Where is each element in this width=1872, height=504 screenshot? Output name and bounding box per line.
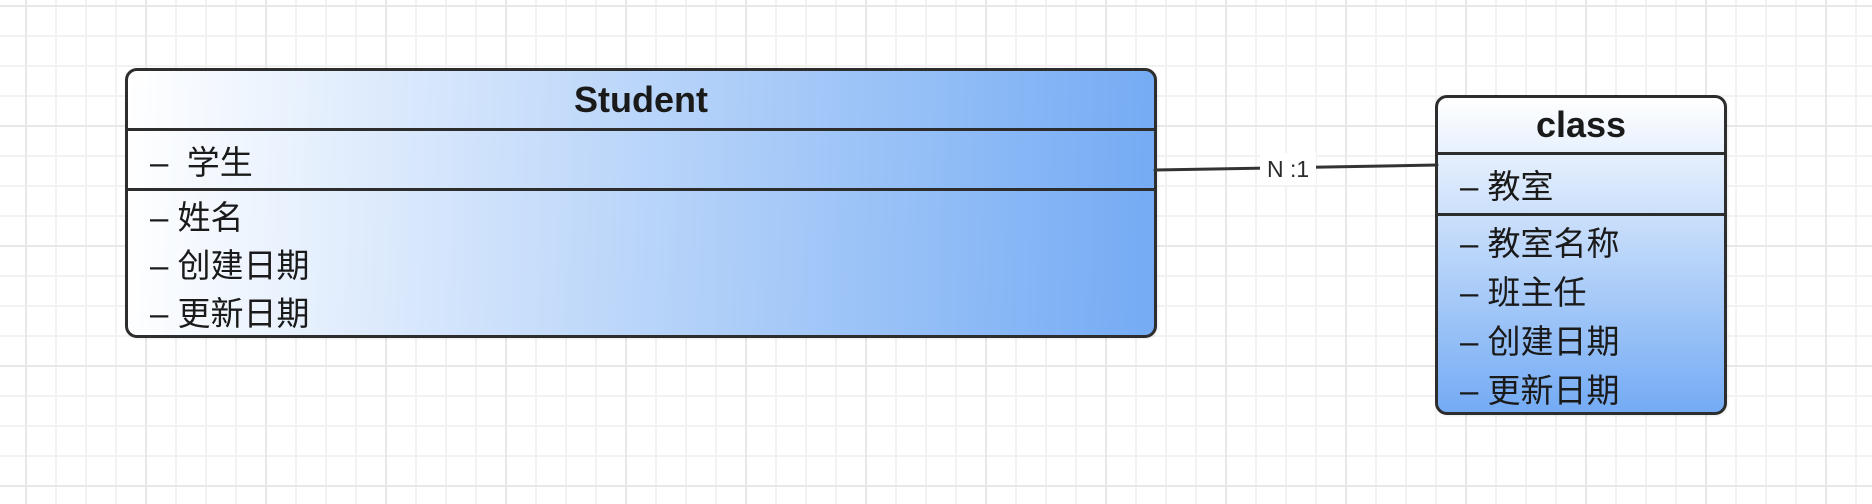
entity-student-field-list: – 姓名 – 创建日期 – 更新日期 xyxy=(128,191,1154,335)
entity-class-field[interactable]: – 创建日期 xyxy=(1460,322,1620,360)
entity-class-key-field[interactable]: – 教室 xyxy=(1438,155,1724,216)
entity-class-field[interactable]: – 更新日期 xyxy=(1460,371,1620,409)
entity-student-field[interactable]: – 创建日期 xyxy=(150,247,310,284)
entity-student-field[interactable]: – 姓名 xyxy=(150,199,244,236)
entity-class[interactable]: class – 教室 – 教室名称 – 班主任 – 创建日期 – 更新日期 xyxy=(1435,95,1727,415)
entity-student[interactable]: Student – 学生 – 姓名 – 创建日期 – 更新日期 xyxy=(125,68,1157,338)
entity-student-title[interactable]: Student xyxy=(128,71,1154,131)
entity-class-title[interactable]: class xyxy=(1438,98,1724,155)
entity-class-field[interactable]: – 班主任 xyxy=(1460,273,1587,311)
relationship-multiplicity-label[interactable]: N :1 xyxy=(1260,153,1317,185)
entity-student-field[interactable]: – 更新日期 xyxy=(150,295,310,332)
entity-class-field-list: – 教室名称 – 班主任 – 创建日期 – 更新日期 xyxy=(1438,216,1724,412)
entity-class-field[interactable]: – 教室名称 xyxy=(1460,224,1620,262)
entity-student-key-field[interactable]: – 学生 xyxy=(128,131,1154,191)
